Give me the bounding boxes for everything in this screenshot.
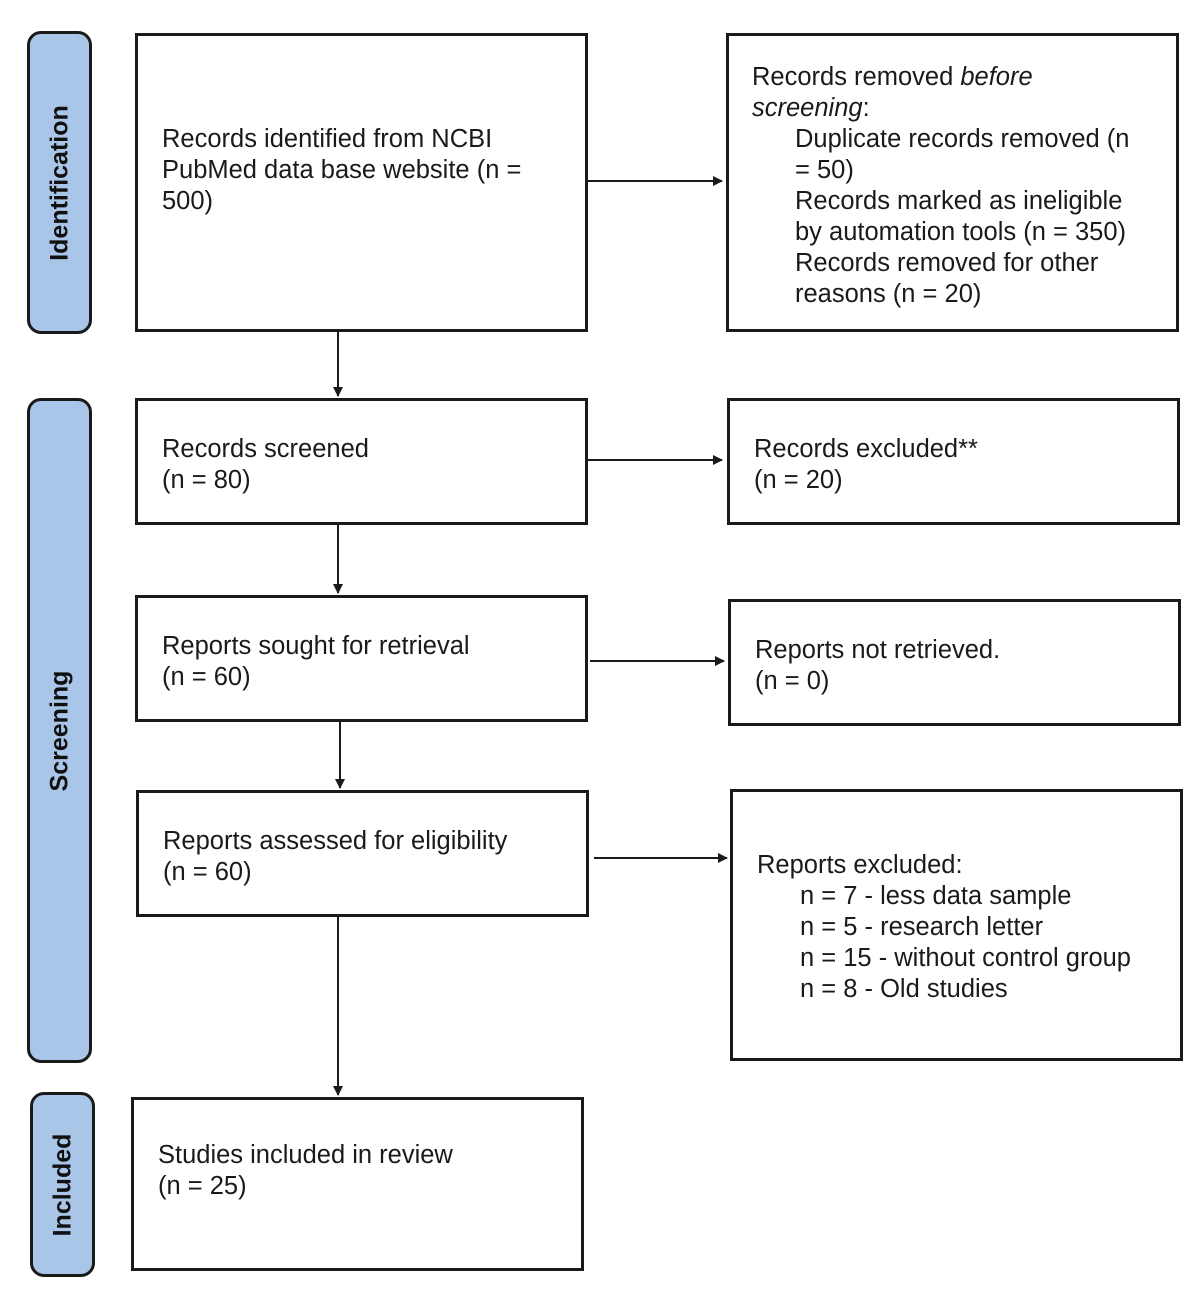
records-removed-box: Records removed before screening: Duplic… (726, 33, 1179, 332)
records-removed-heading-text: Records removed (752, 63, 961, 91)
studies-included-line-1: Studies included in review (158, 1141, 453, 1169)
reports-not-retrieved-line-1: Reports not retrieved. (755, 636, 1001, 664)
reports-excluded-box: Reports excluded: n = 7 - less data samp… (730, 789, 1183, 1061)
reports-sought-line-2: (n = 60) (162, 663, 251, 691)
reports-assessed-line-1: Reports assessed for eligibility (163, 827, 508, 855)
records-removed-item-6: reasons (n = 20) (795, 280, 982, 308)
records-identified-line-2: PubMed data base website (n = (162, 156, 522, 184)
reports-not-retrieved-box: Reports not retrieved. (n = 0) (728, 599, 1181, 726)
reports-sought-line-1: Reports sought for retrieval (162, 632, 470, 660)
records-identified-line-1: Records identified from NCBI (162, 125, 493, 153)
records-excluded-line-2: (n = 20) (754, 466, 843, 494)
phase-identification: Identification (27, 31, 92, 334)
reports-excluded-heading: Reports excluded: (757, 851, 963, 879)
reports-assessed-box: Reports assessed for eligibility (n = 60… (136, 790, 589, 917)
records-removed-heading-em2: screening (752, 94, 863, 122)
reports-excluded-item-3: n = 15 - without control group (800, 944, 1131, 972)
records-identified-box: Records identified from NCBI PubMed data… (135, 33, 588, 332)
records-removed-heading-em: before (960, 63, 1033, 91)
phase-included: Included (30, 1092, 95, 1277)
records-removed-heading-colon: : (862, 94, 870, 122)
reports-sought-box: Reports sought for retrieval (n = 60) (135, 595, 588, 722)
records-screened-box: Records screened (n = 80) (135, 398, 588, 525)
records-screened-line-2: (n = 80) (162, 466, 251, 494)
studies-included-line-2: (n = 25) (158, 1172, 247, 1200)
phase-screening: Screening (27, 398, 92, 1063)
records-screened-line-1: Records screened (162, 435, 369, 463)
phase-included-label: Included (48, 1133, 76, 1236)
phase-screening-label: Screening (45, 670, 73, 791)
records-removed-heading-line-2: screening: (752, 93, 1176, 124)
records-removed-item-4: by automation tools (n = 350) (795, 218, 1126, 246)
records-excluded-line-1: Records excluded** (754, 435, 978, 463)
records-identified-line-3: 500) (162, 187, 214, 215)
records-excluded-box: Records excluded** (n = 20) (727, 398, 1180, 525)
records-removed-heading-line-1: Records removed before (752, 62, 1176, 93)
reports-not-retrieved-line-2: (n = 0) (755, 667, 830, 695)
reports-excluded-item-4: n = 8 - Old studies (800, 975, 1008, 1003)
reports-excluded-item-2: n = 5 - research letter (800, 913, 1044, 941)
reports-assessed-line-2: (n = 60) (163, 858, 252, 886)
records-removed-item-5: Records removed for other (795, 249, 1099, 277)
phase-identification-label: Identification (45, 104, 73, 261)
reports-excluded-item-1: n = 7 - less data sample (800, 882, 1072, 910)
records-removed-item-3: Records marked as ineligible (795, 187, 1123, 215)
studies-included-box: Studies included in review (n = 25) (131, 1097, 584, 1271)
records-removed-item-2: = 50) (795, 156, 854, 184)
records-removed-item-1: Duplicate records removed (n (795, 125, 1130, 153)
